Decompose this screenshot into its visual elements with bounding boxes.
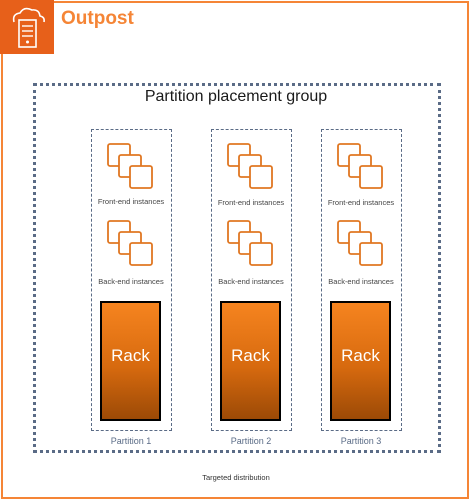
rack-label: Rack	[231, 346, 270, 365]
instances-icon	[337, 220, 389, 270]
footer-caption: Targeted distribution	[202, 473, 270, 482]
instances-icon	[227, 143, 279, 193]
partition-placement-group	[33, 83, 441, 453]
rack-label: Rack	[341, 346, 380, 365]
front-end-instances-label: Front-end instances	[217, 198, 285, 207]
partition-label: Partition 3	[340, 436, 382, 446]
back-end-instances-label: Back-end instances	[218, 277, 284, 286]
outposts-icon	[0, 0, 54, 54]
partition-2	[211, 129, 292, 431]
group-title: Partition placement group	[144, 88, 328, 105]
rack: Rack	[330, 301, 391, 421]
rack-label: Rack	[111, 346, 150, 365]
front-end-instances-label: Front-end instances	[327, 198, 395, 207]
partition-label: Partition 2	[230, 436, 272, 446]
rack: Rack	[100, 301, 161, 421]
partition-1	[91, 129, 172, 431]
rack: Rack	[220, 301, 281, 421]
back-end-instances-label: Back-end instances	[98, 277, 164, 286]
partition-label: Partition 1	[110, 436, 152, 446]
instances-icon	[337, 143, 389, 193]
instances-icon	[107, 143, 159, 193]
instances-icon	[107, 220, 159, 270]
instances-icon	[227, 220, 279, 270]
partition-3	[321, 129, 402, 431]
back-end-instances-label: Back-end instances	[328, 277, 394, 286]
front-end-instances-label: Front-end instances	[97, 197, 165, 206]
outpost-title: Outpost	[61, 8, 134, 29]
